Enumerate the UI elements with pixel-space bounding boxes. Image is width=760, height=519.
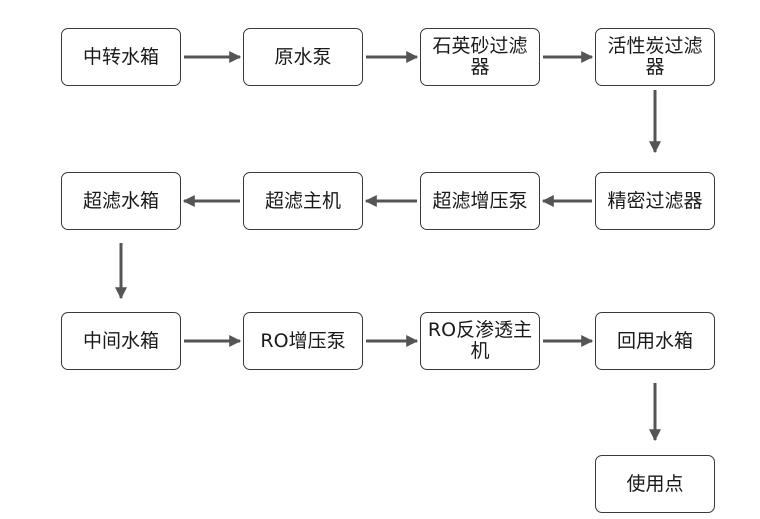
node-intermediate-tank: 中间水箱 (61, 312, 181, 370)
node-uf-booster-pump: 超滤增压泵 (420, 172, 540, 230)
node-activated-carbon-filter: 活性炭过滤器 (595, 28, 715, 86)
node-transfer-tank: 中转水箱 (61, 28, 181, 86)
node-ro-booster-pump: RO增压泵 (243, 312, 363, 370)
node-reuse-water-tank: 回用水箱 (595, 312, 715, 370)
node-uf-water-tank: 超滤水箱 (61, 172, 181, 230)
node-uf-main-unit: 超滤主机 (243, 172, 363, 230)
node-point-of-use: 使用点 (595, 455, 715, 513)
node-quartz-sand-filter: 石英砂过滤器 (420, 28, 540, 86)
node-precision-filter: 精密过滤器 (595, 172, 715, 230)
node-ro-main-unit: RO反渗透主机 (420, 312, 540, 370)
node-raw-water-pump: 原水泵 (243, 28, 363, 86)
